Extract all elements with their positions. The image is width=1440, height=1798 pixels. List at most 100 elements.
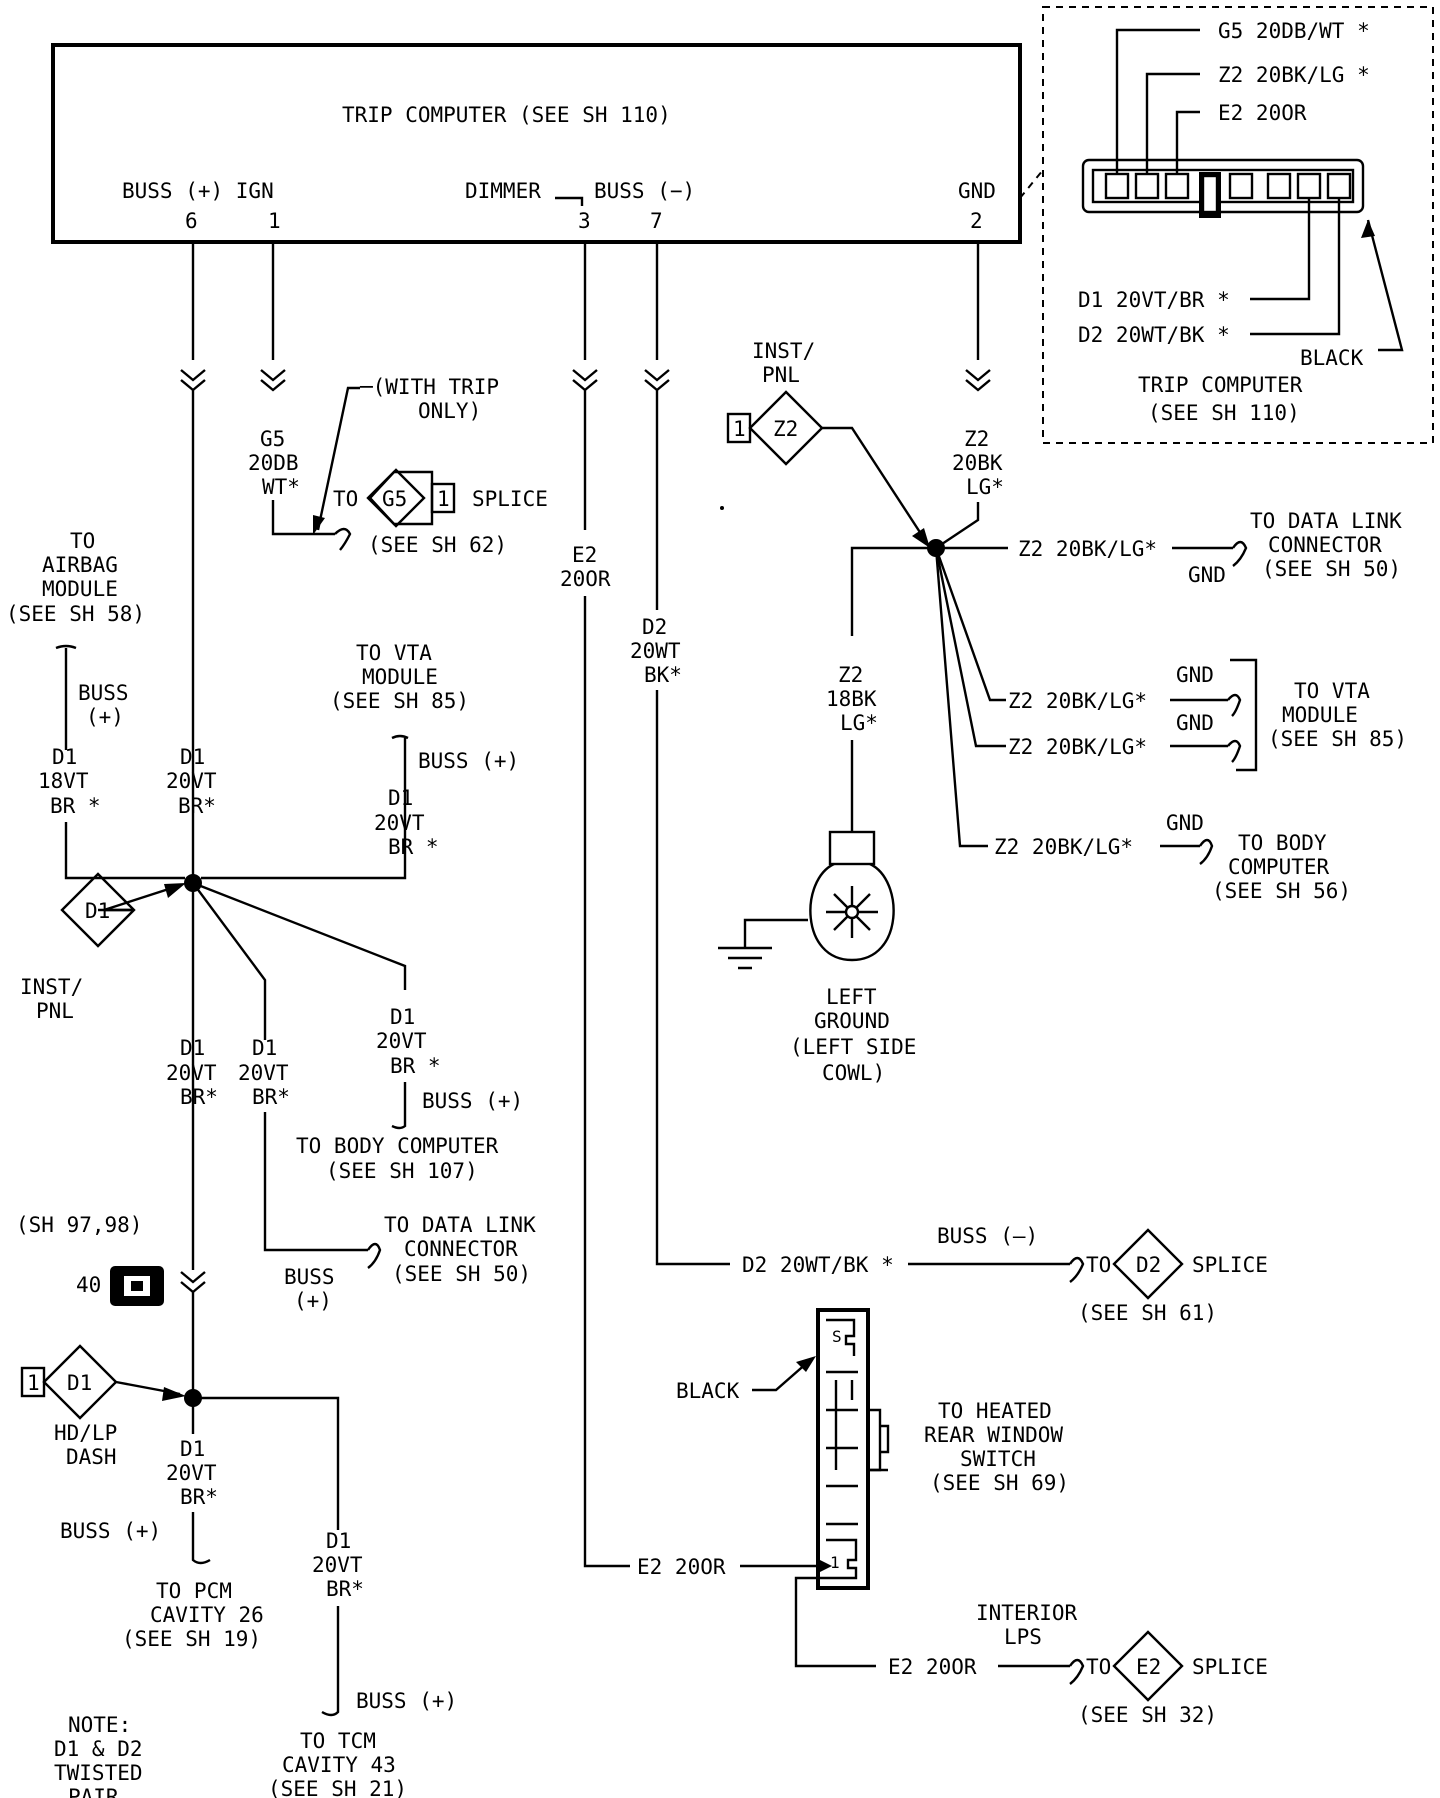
pin-7: 7 — [650, 209, 663, 233]
pcm-buss: BUSS (+) — [60, 1519, 161, 1543]
branch-mid-wire-3: BR* — [252, 1085, 290, 1109]
z2-gnd-wire-3: LG* — [966, 475, 1004, 499]
inst-pnl-d1-label-2: PNL — [36, 999, 74, 1023]
vta-d1-wire-1: D1 — [388, 786, 413, 810]
d2-splice: SPLICE — [1192, 1253, 1268, 1277]
d2-to: TO — [1086, 1253, 1111, 1277]
pin-2: 2 — [970, 209, 983, 233]
e2-wire-2: 20OR — [560, 567, 611, 591]
data-link-buss-2: (+) — [294, 1289, 332, 1313]
airbag-to-3: MODULE — [42, 577, 118, 601]
note-3: TWISTED — [54, 1761, 143, 1785]
e2-splice-label: SPLICE — [1192, 1655, 1268, 1679]
connector-view: G5 20DB/WT * Z2 20BK/LG * E2 20OR D1 20V… — [1019, 6, 1434, 444]
e2-interior-2: LPS — [1004, 1625, 1042, 1649]
g5-to-label: TO — [333, 487, 358, 511]
d2-see: (SEE SH 61) — [1078, 1301, 1217, 1325]
e2-see: (SEE SH 32) — [1078, 1703, 1217, 1727]
switch-pin-s: S — [832, 1327, 842, 1346]
z2-data-link-wire: Z2 20BK/LG* — [1018, 537, 1157, 561]
left-ground-wire-1: Z2 — [838, 663, 863, 687]
connector-wire-d2: D2 20WT/BK * — [1078, 323, 1230, 347]
z2-body-to-2: COMPUTER — [1228, 855, 1330, 879]
note: NOTE: D1 & D2 TWISTED PAIR — [54, 1713, 143, 1798]
g5-splice: SPLICE — [472, 487, 548, 511]
vta-d1-to-2: MODULE — [362, 665, 438, 689]
g5-box-label: 1 — [437, 487, 450, 511]
inst-pnl-d1-label-1: INST/ — [20, 975, 83, 999]
connector-black-label: BLACK — [1300, 346, 1364, 370]
tcm-wire-1: D1 — [326, 1529, 351, 1553]
connector-wire-e2: E2 20OR — [1218, 101, 1307, 125]
pin-3: 3 — [578, 209, 591, 233]
airbag-wire-3: BR * — [50, 794, 101, 818]
tcm-wire-3: BR* — [326, 1577, 364, 1601]
connector-wire-d1: D1 20VT/BR * — [1078, 288, 1230, 312]
e2-wire-out: E2 20OR — [888, 1655, 977, 1679]
left-ground-label-3: (LEFT SIDE — [790, 1035, 916, 1059]
connector-wire-z2: Z2 20BK/LG * — [1218, 63, 1370, 87]
branch-right-buss: BUSS (+) — [422, 1089, 523, 1113]
switch-pin-1: 1 — [830, 1553, 840, 1572]
tcm-to-3: (SEE SH 21) — [268, 1777, 407, 1798]
note-1: NOTE: — [68, 1713, 131, 1737]
d2-wire-group: D2 20WT BK* D2 20WT/BK * BUSS (—) TO D2 … — [630, 242, 1268, 1325]
pcm-wire-1: D1 — [180, 1437, 205, 1461]
left-ground: Z2 18BK LG* LEFT GROUND (LEFT SIDE COWL) — [718, 663, 916, 1085]
branch-left-wire-3: BR* — [180, 1085, 218, 1109]
z2-body-to-1: TO BODY — [1238, 831, 1327, 855]
z2-vta-to-1: TO VTA — [1294, 679, 1370, 703]
d1-main-wire — [180, 242, 206, 1398]
vta-d1-wire-2: 20VT — [374, 811, 425, 835]
pcm-wire-3: BR* — [180, 1485, 218, 1509]
left-ground-wire-2: 18BK — [826, 687, 877, 711]
d2-wire-3: BK* — [644, 663, 682, 687]
pin-6: 6 — [185, 209, 198, 233]
d1-upper-splice: TO AIRBAG MODULE (SEE SH 58) BUSS (+) D1… — [6, 529, 536, 1313]
connector-see: (SEE SH 110) — [1148, 401, 1300, 425]
inst-pnl-z2-diamond: Z2 — [773, 417, 798, 441]
buss-plus-ign-label: BUSS (+) IGN — [122, 179, 274, 203]
d1-main-wire-1: D1 — [180, 745, 205, 769]
g5-wire-1: G5 — [260, 427, 285, 451]
pcm-wire-2: 20VT — [166, 1461, 217, 1485]
z2-gnd-wire-1: Z2 — [964, 427, 989, 451]
vta-d1-to-1: TO VTA — [356, 641, 432, 665]
connector-40: (SH 97,98) 40 — [16, 1213, 164, 1306]
pcm-to-1: TO PCM — [156, 1579, 232, 1603]
branch-right-wire-2: 20VT — [376, 1029, 427, 1053]
e2-wire-in: E2 20OR — [637, 1555, 726, 1579]
hd-lp-box: 1 — [27, 1371, 40, 1395]
data-link-to-1: TO DATA LINK — [384, 1213, 536, 1237]
airbag-wire-2: 18VT — [38, 769, 89, 793]
tcm-wire-2: 20VT — [312, 1553, 363, 1577]
left-ground-label-1: LEFT — [826, 985, 877, 1009]
z2-vta-to-3: (SEE SH 85) — [1268, 727, 1407, 751]
branch-left-wire-1: D1 — [180, 1036, 205, 1060]
data-link-buss-1: BUSS — [284, 1265, 335, 1289]
trip-computer-title: TRIP COMPUTER (SEE SH 110) — [342, 103, 671, 127]
d2-diamond: D2 — [1136, 1253, 1161, 1277]
switch-to-4: (SEE SH 69) — [930, 1471, 1069, 1495]
z2-data-link-gnd: GND — [1188, 563, 1226, 587]
z2-data-link-to-3: (SEE SH 50) — [1262, 557, 1401, 581]
inst-pnl-z2: INST/ PNL 1 Z2 — [726, 339, 930, 548]
buss-minus-label: BUSS (−) — [594, 179, 695, 203]
e2-interior-1: INTERIOR — [976, 1601, 1078, 1625]
connector-title: TRIP COMPUTER — [1138, 373, 1303, 397]
z2-vta-to-2: MODULE — [1282, 703, 1358, 727]
z2-body-to-3: (SEE SH 56) — [1212, 879, 1351, 903]
branch-mid-wire-2: 20VT — [238, 1061, 289, 1085]
data-link-to-2: CONNECTOR — [404, 1237, 518, 1261]
tcm-buss: BUSS (+) — [356, 1689, 457, 1713]
pcm-to-3: (SEE SH 19) — [122, 1627, 261, 1651]
z2-gnd-group: Z2 20BK LG* — [935, 242, 1004, 549]
switch-to-3: SWITCH — [960, 1447, 1036, 1471]
airbag-buss-2: (+) — [86, 705, 124, 729]
z2-data-link-to-1: TO DATA LINK — [1250, 509, 1402, 533]
tcm-to-1: TO TCM — [300, 1729, 376, 1753]
inst-pnl-z2-box: 1 — [733, 417, 746, 441]
branch-left-wire-2: 20VT — [166, 1061, 217, 1085]
d2-wire-1: D2 — [642, 615, 667, 639]
